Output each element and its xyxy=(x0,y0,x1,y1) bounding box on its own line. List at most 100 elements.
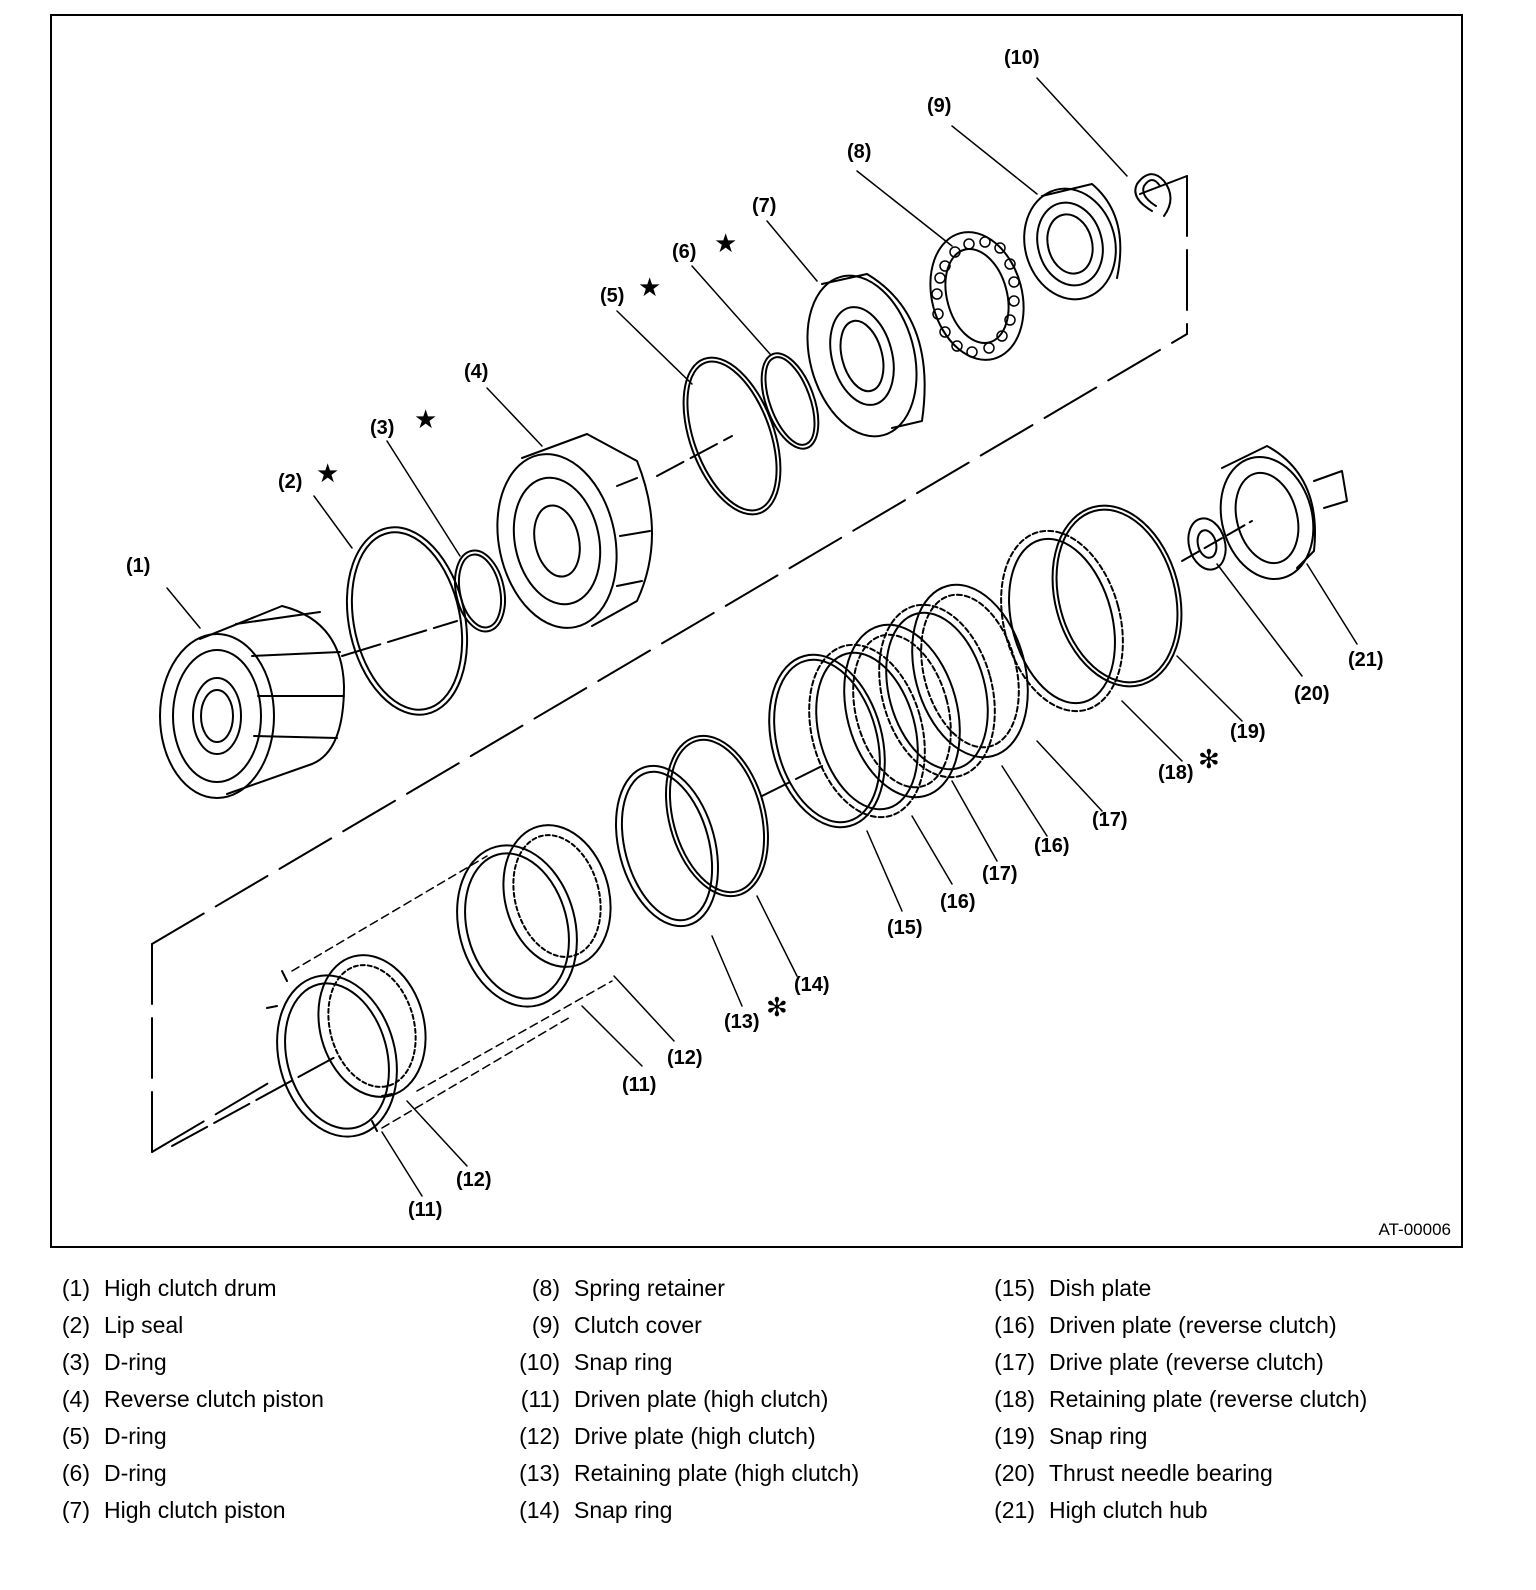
asterisk-icon: ✻ xyxy=(1198,745,1220,775)
legend-part-name: Driven plate (reverse clutch) xyxy=(1049,1312,1337,1338)
driven-plate-reverse-clutch-b-part xyxy=(878,603,996,779)
legend-number: (12) xyxy=(519,1423,560,1449)
callout-4: (4) xyxy=(464,361,488,383)
callout-19: (19) xyxy=(1230,721,1266,743)
callout-16-a: (16) xyxy=(940,891,976,913)
callout-18: (18) xyxy=(1158,762,1194,784)
spring-retainer-part xyxy=(929,231,1025,361)
callout-2: (2) xyxy=(278,471,302,493)
callout-14: (14) xyxy=(794,974,830,996)
legend-number: (3) xyxy=(61,1349,90,1375)
legend-part-name: Retaining plate (high clutch) xyxy=(574,1460,860,1486)
legend-number: (20) xyxy=(994,1460,1035,1486)
parts-legend: (1) High clutch drum (2) Lip seal (3) D-ring (… xyxy=(0,1270,1536,1570)
legend-part-name: D-ring xyxy=(104,1423,167,1449)
legend-part-name: High clutch drum xyxy=(104,1275,277,1301)
drive-plate-high-clutch-a-part xyxy=(317,954,427,1098)
high-clutch-piston-part xyxy=(806,273,926,438)
legend-part-name: Snap ring xyxy=(1049,1423,1148,1449)
legend-part-name: Snap ring xyxy=(574,1349,673,1375)
retaining-plate-high-clutch-part xyxy=(615,764,719,928)
legend-part-name: Clutch cover xyxy=(574,1312,702,1338)
legend-part-name: Drive plate (reverse clutch) xyxy=(1049,1349,1324,1375)
driven-plate-high-clutch-a-part xyxy=(266,970,398,1138)
legend-part-name: Spring retainer xyxy=(574,1275,725,1301)
legend-number: (9) xyxy=(531,1312,560,1338)
legend-number: (13) xyxy=(519,1460,560,1486)
legend-part-name: High clutch hub xyxy=(1049,1497,1208,1523)
legend-number: (16) xyxy=(994,1312,1035,1338)
callout-15: (15) xyxy=(887,917,923,939)
drive-plate-high-clutch-b-part xyxy=(502,824,612,968)
high-clutch-drum-part xyxy=(159,605,458,799)
legend-number: (15) xyxy=(994,1275,1035,1301)
leader-lines xyxy=(166,77,1358,1197)
exploded-view-diagram: (1) (2) (3) (4) (5) (6) (7) (8) (9) (10)… xyxy=(50,14,1463,1248)
legend-part-name: Snap ring xyxy=(574,1497,673,1523)
legend-part-name: Retaining plate (reverse clutch) xyxy=(1049,1386,1368,1412)
legend-part-name: High clutch piston xyxy=(104,1497,286,1523)
callout-11-b: (11) xyxy=(622,1074,656,1096)
callout-9: (9) xyxy=(927,95,951,117)
legend-number: (19) xyxy=(994,1423,1035,1449)
callout-11-a: (11) xyxy=(408,1199,442,1221)
d-ring-6-part xyxy=(760,352,820,450)
star-icon: ★ xyxy=(638,273,661,303)
legend-number: (21) xyxy=(994,1497,1035,1523)
axis-segment xyxy=(761,765,823,797)
asterisk-icon: ✻ xyxy=(766,993,788,1023)
snap-ring-19-part xyxy=(1051,504,1183,688)
legend-number: (11) xyxy=(520,1386,560,1412)
high-clutch-hub-part xyxy=(1219,445,1348,581)
d-ring-3-part xyxy=(454,549,506,633)
callout-labels: (1) (2) (3) (4) (5) (6) (7) (8) (9) (10)… xyxy=(126,47,1384,1221)
legend-number: (2) xyxy=(61,1312,90,1338)
diagram-canvas: (1) (2) (3) (4) (5) (6) (7) (8) (9) (10)… xyxy=(126,47,1384,1221)
callout-12-a: (12) xyxy=(456,1169,492,1191)
legend-part-name: D-ring xyxy=(104,1349,167,1375)
legend-number: (14) xyxy=(519,1497,560,1523)
legend-number: (7) xyxy=(61,1497,90,1523)
legend-number: (17) xyxy=(994,1349,1035,1375)
clutch-cover-part xyxy=(1023,183,1122,301)
thrust-needle-bearing-part xyxy=(1187,517,1227,571)
star-icon: ★ xyxy=(714,229,737,259)
callout-6: (6) xyxy=(672,241,696,263)
star-icon: ★ xyxy=(414,405,437,435)
callout-21: (21) xyxy=(1348,649,1384,671)
driven-plate-high-clutch-b-part xyxy=(456,844,578,1008)
star-icon: ★ xyxy=(316,459,339,489)
drive-plate-reverse-clutch-a-part xyxy=(843,623,961,799)
legend-part-name: Lip seal xyxy=(104,1312,184,1338)
axis-segment-hub xyxy=(1181,520,1253,562)
legend-number: (1) xyxy=(61,1275,90,1301)
reverse-clutch-piston-part xyxy=(496,433,653,629)
plate-stack-guide-lines xyxy=(291,855,613,1129)
marks: ★ ★ ★ ★ ✻ ✻ xyxy=(316,229,1220,1023)
callout-3: (3) xyxy=(370,417,394,439)
legend-number: (4) xyxy=(61,1386,90,1412)
callout-16-b: (16) xyxy=(1034,835,1070,857)
callout-12-b: (12) xyxy=(667,1047,703,1069)
callout-7: (7) xyxy=(752,195,776,217)
driven-plate-reverse-clutch-a-part xyxy=(808,643,926,819)
snap-ring-14-part xyxy=(665,734,769,898)
d-ring-5-part xyxy=(656,356,782,516)
retaining-plate-reverse-clutch-part xyxy=(1000,529,1124,713)
axis-lines xyxy=(151,175,1188,1153)
callout-20: (20) xyxy=(1294,683,1330,705)
legend-part-name: Reverse clutch piston xyxy=(104,1386,324,1412)
callout-1: (1) xyxy=(126,555,150,577)
callout-8: (8) xyxy=(847,141,871,163)
snap-ring-10-part xyxy=(1134,173,1172,217)
figure-id: AT-00006 xyxy=(1378,1220,1451,1239)
callout-5: (5) xyxy=(600,285,624,307)
legend-part-name: Driven plate (high clutch) xyxy=(574,1386,829,1412)
legend-part-name: Drive plate (high clutch) xyxy=(574,1423,816,1449)
legend-number: (18) xyxy=(994,1386,1035,1412)
legend-part-name: Thrust needle bearing xyxy=(1049,1460,1273,1486)
callout-10: (10) xyxy=(1004,47,1040,69)
legend-number: (8) xyxy=(531,1275,560,1301)
dish-plate-part xyxy=(768,653,886,829)
legend-number: (10) xyxy=(519,1349,560,1375)
